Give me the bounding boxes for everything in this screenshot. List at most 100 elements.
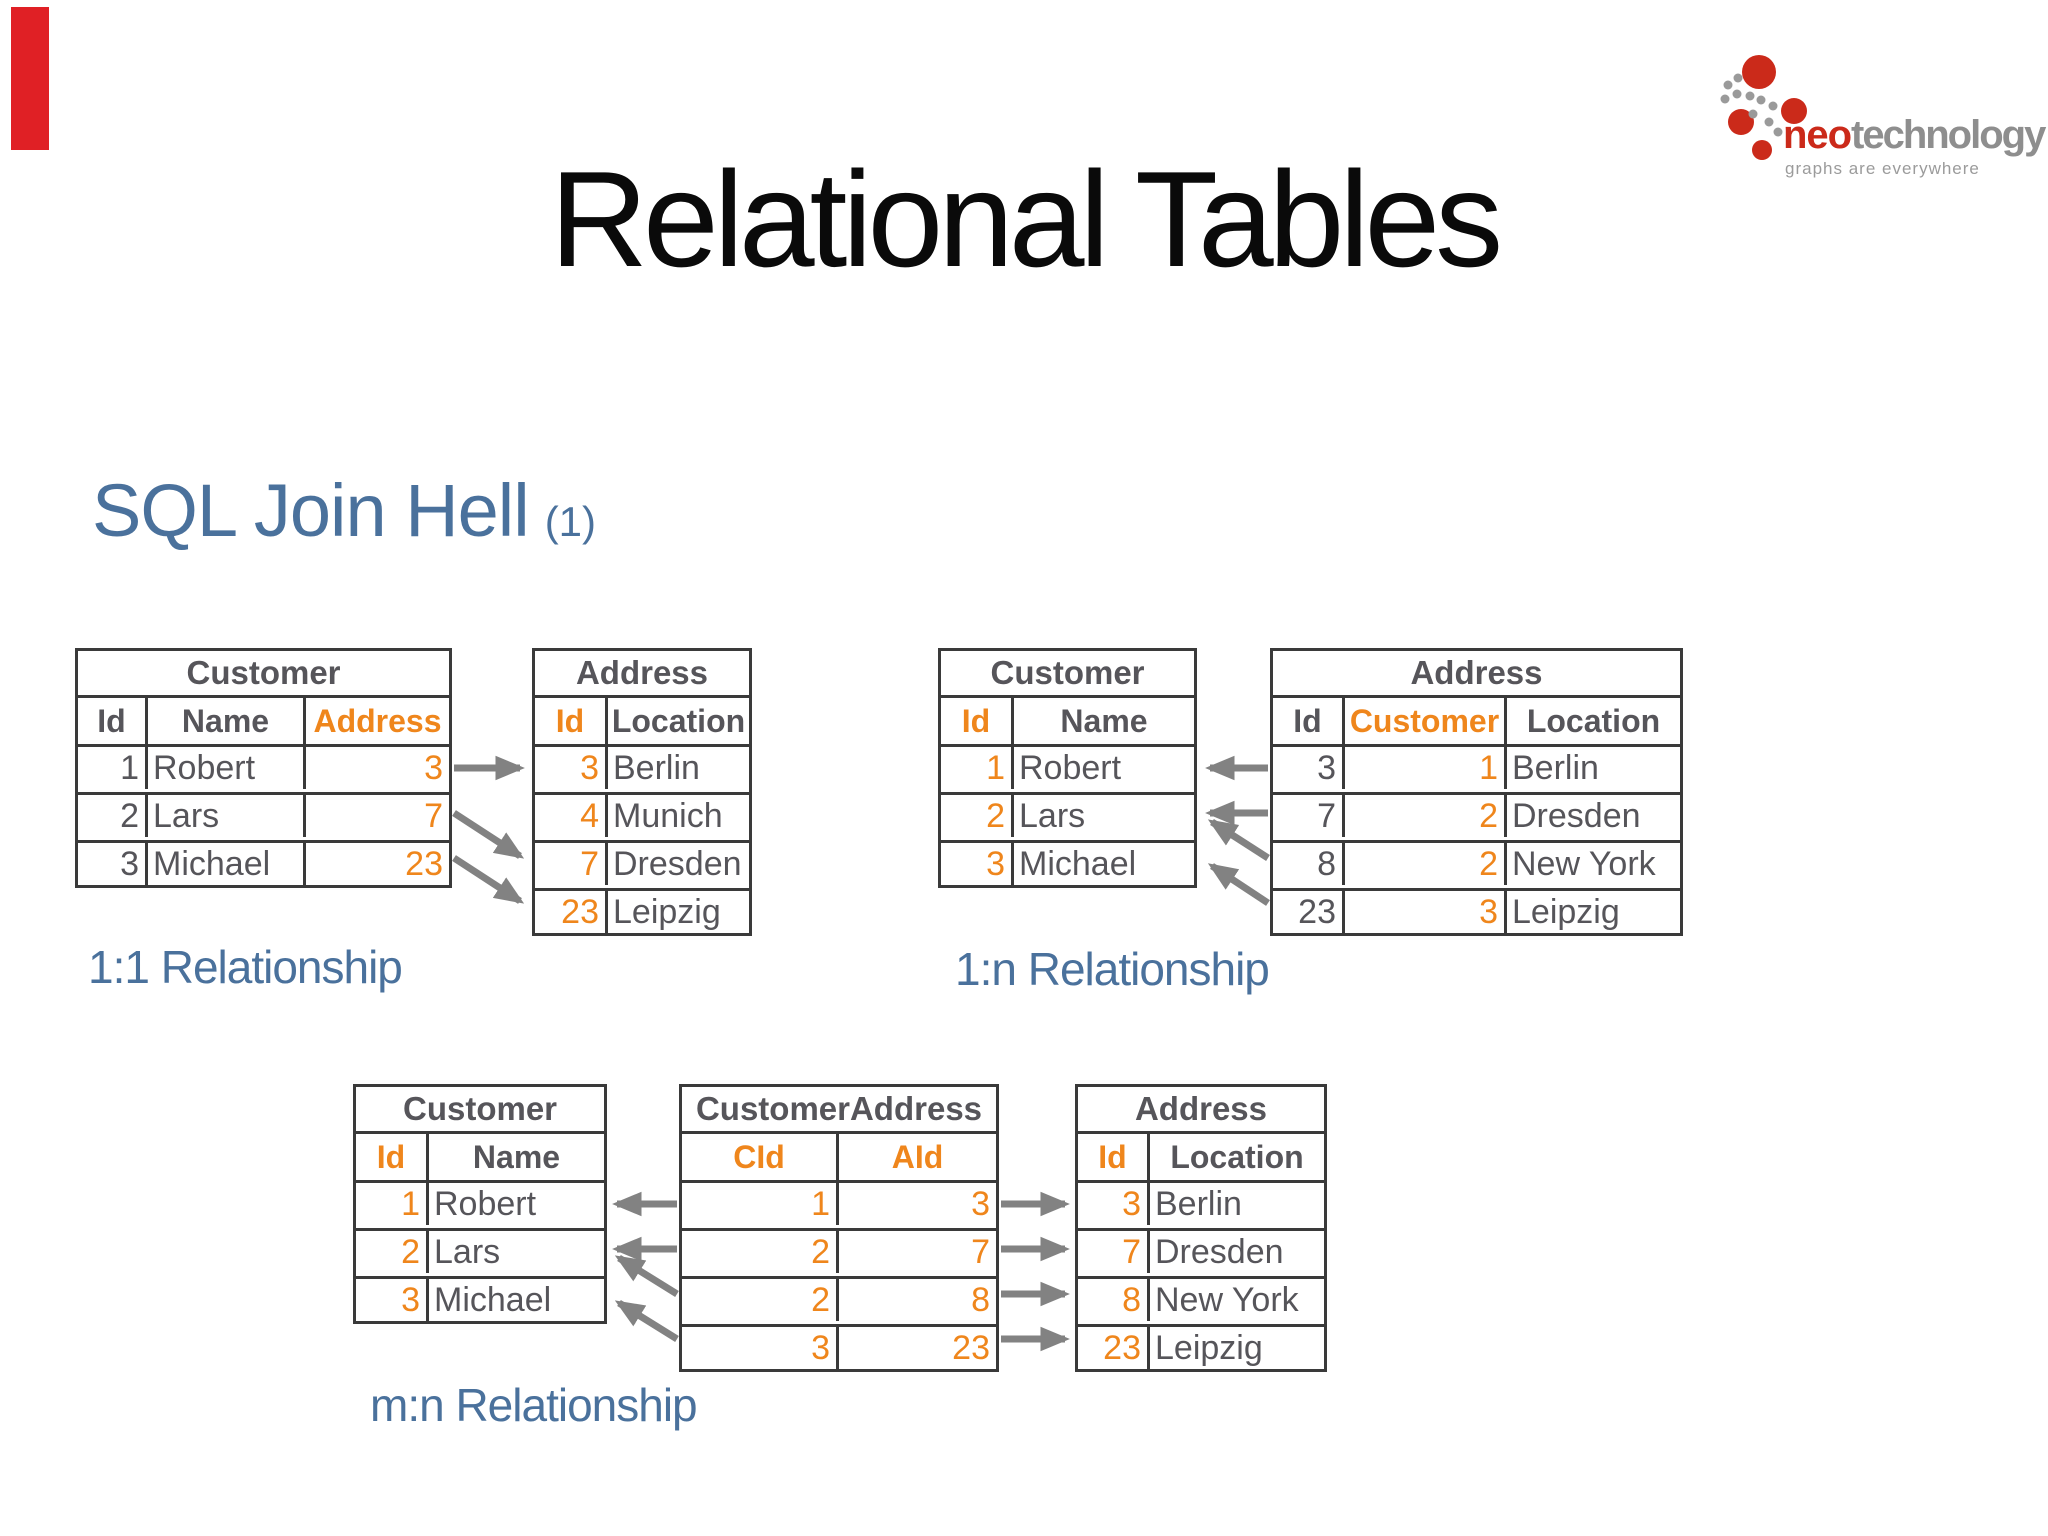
cell-name: Michael xyxy=(148,843,306,885)
table-row: 2 Lars 7 xyxy=(78,795,449,843)
label-mton-relationship: m:n Relationship xyxy=(370,1379,698,1431)
column-header-id: Id xyxy=(1273,698,1345,744)
table-address-1to1: Address Id Location 3 Berlin 4 Munich 7 … xyxy=(532,648,752,936)
cell-location: Leipzig xyxy=(1512,893,1620,931)
column-header-id: Id xyxy=(356,1134,429,1180)
column-header-cid: CId xyxy=(682,1134,839,1180)
cell-name: Lars xyxy=(434,1233,501,1271)
arrow-1to1-michael-leipzig xyxy=(452,855,525,904)
cell-id-pk: 7 xyxy=(535,843,608,885)
logo-tagline: graphs are everywhere xyxy=(1785,159,1980,178)
cell-name: Robert xyxy=(148,747,306,789)
cell-location: Leipzig xyxy=(1155,1329,1263,1367)
cell-location: Berlin xyxy=(1155,1185,1242,1223)
logo-text-technology: technology xyxy=(1851,113,2047,157)
cell-id: 1 xyxy=(78,747,148,789)
column-header-row: CId AId xyxy=(682,1134,996,1183)
cell-id-pk: 23 xyxy=(1078,1327,1150,1369)
cell-id-pk: 3 xyxy=(356,1279,429,1321)
arrow-1to1-lars-dresden xyxy=(452,810,525,859)
cell-cid-fk: 2 xyxy=(682,1279,839,1321)
table-row: 7 Dresden xyxy=(535,843,749,891)
cell-id: 3 xyxy=(78,843,148,885)
column-header-id: Id xyxy=(1078,1134,1150,1180)
table-name: Address xyxy=(535,651,749,698)
cell-id-pk: 8 xyxy=(1078,1279,1150,1321)
table-row: 1 3 xyxy=(682,1183,996,1231)
cell-id-pk: 1 xyxy=(941,747,1014,789)
table-row: 3 1 Berlin xyxy=(1273,747,1680,795)
table-customer-mton: Customer Id Name 1 Robert 2 Lars 3 Micha… xyxy=(353,1084,607,1324)
table-row: 23 3 Leipzig xyxy=(1273,891,1680,933)
cell-id-pk: 4 xyxy=(535,795,608,837)
cell-aid-fk: 7 xyxy=(971,1233,990,1271)
table-customer-1ton: Customer Id Name 1 Robert 2 Lars 3 Micha… xyxy=(938,648,1197,888)
cell-cid-fk: 2 xyxy=(682,1231,839,1273)
table-name: Customer xyxy=(941,651,1194,698)
cell-id-pk: 3 xyxy=(941,843,1014,885)
cell-id-pk: 1 xyxy=(356,1183,429,1225)
table-customeraddress-mton: CustomerAddress CId AId 1 3 2 7 2 8 3 23 xyxy=(679,1084,999,1372)
table-row: 3 Berlin xyxy=(1078,1183,1324,1231)
section-heading-text: SQL Join Hell xyxy=(92,469,530,552)
table-row: 23 Leipzig xyxy=(1078,1327,1324,1369)
cell-id: 2 xyxy=(78,795,148,837)
cell-id: 23 xyxy=(1273,891,1345,933)
section-heading: SQL Join Hell(1) xyxy=(92,468,596,553)
arrow-mton-cid2b-lars xyxy=(614,1255,679,1297)
logo-graphic: neo technology graphs are everywhere xyxy=(1720,55,2048,178)
cell-aid-fk: 3 xyxy=(971,1185,990,1223)
table-row: 1 Robert xyxy=(356,1183,604,1231)
cell-location: Munich xyxy=(613,797,723,835)
cell-name: Michael xyxy=(1019,845,1137,883)
table-row: 23 Leipzig xyxy=(535,891,749,933)
column-header-row: Id Location xyxy=(1078,1134,1324,1183)
cell-id-pk: 7 xyxy=(1078,1231,1150,1273)
table-row: 7 Dresden xyxy=(1078,1231,1324,1279)
table-row: 3 Michael xyxy=(941,843,1194,885)
cell-location: New York xyxy=(1155,1281,1299,1319)
cell-location: Dresden xyxy=(613,845,742,883)
cell-name: Lars xyxy=(148,795,306,837)
table-row: 2 8 xyxy=(682,1279,996,1327)
column-header-name: Name xyxy=(472,1139,561,1175)
table-name: Address xyxy=(1273,651,1680,698)
column-header-row: Id Name xyxy=(356,1134,604,1183)
table-row: 1 Robert xyxy=(941,747,1194,795)
table-row: 3 23 xyxy=(682,1327,996,1369)
arrow-1ton-leipzig-michael xyxy=(1207,863,1270,906)
table-row: 2 Lars xyxy=(356,1231,604,1279)
cell-id: 8 xyxy=(1273,843,1345,885)
column-header-location: Location xyxy=(1526,703,1661,739)
cell-name: Michael xyxy=(434,1281,552,1319)
cell-customer-fk: 2 xyxy=(1345,843,1507,885)
column-header-id: Id xyxy=(535,698,608,744)
cell-name: Lars xyxy=(1019,797,1086,835)
slide-title: Relational Tables xyxy=(549,143,1503,295)
cell-location: Berlin xyxy=(613,749,700,787)
cell-id-pk: 23 xyxy=(535,891,608,933)
neo-technology-logo: neo technology graphs are everywhere xyxy=(1695,22,2048,182)
cell-id-pk: 3 xyxy=(1078,1183,1150,1225)
column-header-row: Id Name xyxy=(941,698,1194,747)
table-customer-1to1: Customer Id Name Address 1 Robert 3 2 La… xyxy=(75,648,452,888)
column-header-address: Address xyxy=(313,703,442,739)
logo-text-neo: neo xyxy=(1783,113,1851,157)
cell-id-pk: 2 xyxy=(941,795,1014,837)
cell-id: 3 xyxy=(1273,747,1345,789)
cell-location: Dresden xyxy=(1155,1233,1284,1271)
cell-customer-fk: 3 xyxy=(1345,891,1507,933)
table-row: 3 Michael xyxy=(356,1279,604,1321)
column-header-row: Id Name Address xyxy=(78,698,449,747)
table-row: 3 Michael 23 xyxy=(78,843,449,885)
cell-location: Leipzig xyxy=(613,893,721,931)
table-row: 2 Lars xyxy=(941,795,1194,843)
column-header-aid: AId xyxy=(891,1139,944,1175)
red-corner-bar xyxy=(11,7,49,150)
cell-cid-fk: 3 xyxy=(682,1327,839,1369)
logo-node-cluster xyxy=(1720,55,1807,160)
column-header-location: Location xyxy=(1170,1139,1304,1175)
cell-location: Berlin xyxy=(1512,749,1599,787)
cell-id-pk: 2 xyxy=(356,1231,429,1273)
